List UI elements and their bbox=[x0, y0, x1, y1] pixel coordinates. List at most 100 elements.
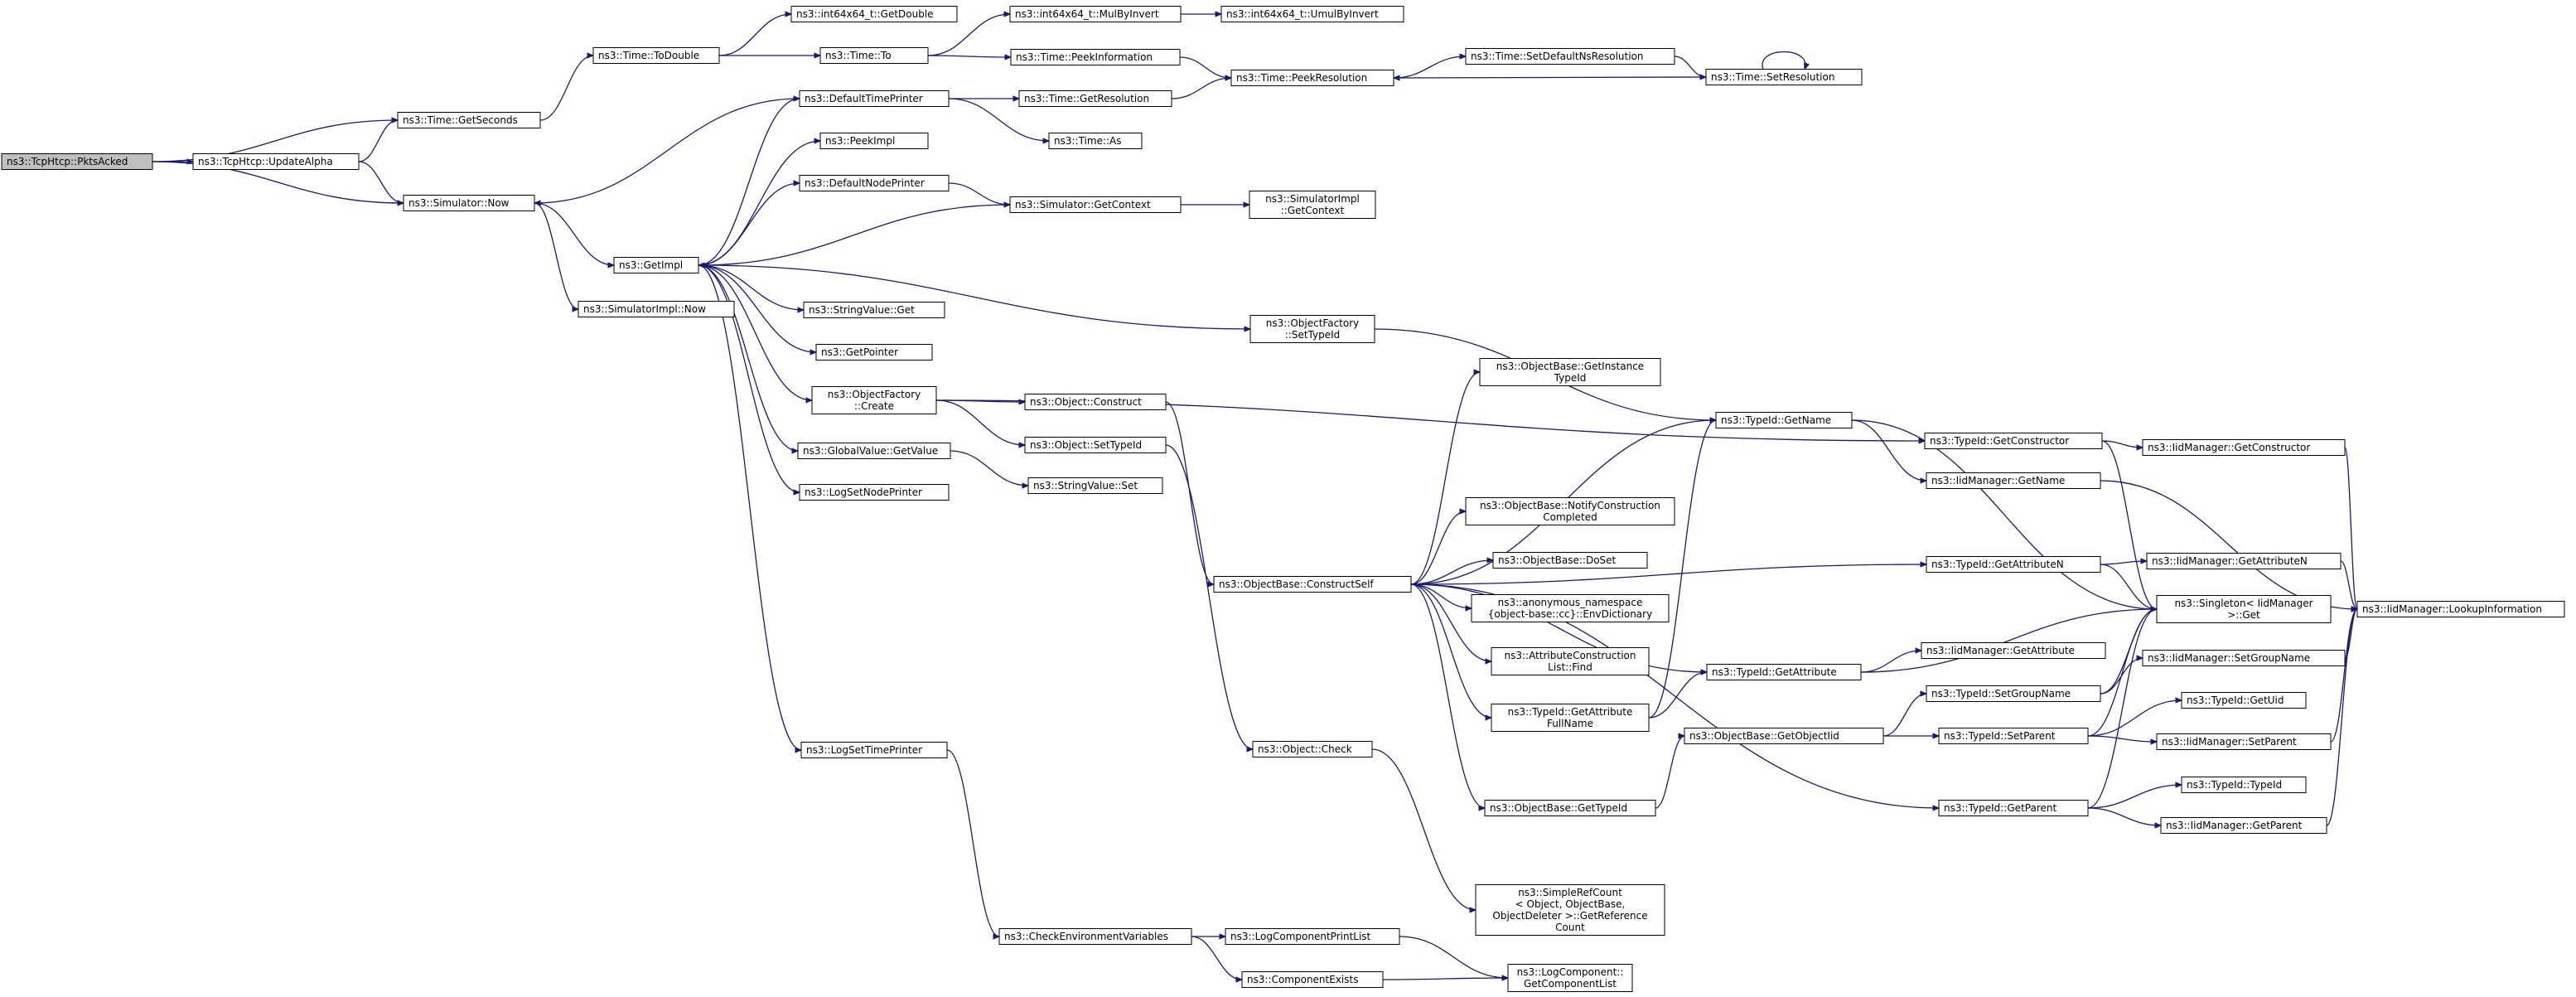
edge-getimpl-to-defaulttimeprinter bbox=[698, 99, 800, 266]
node-getdouble[interactable]: ns3::int64x64_t::GetDouble bbox=[790, 6, 958, 22]
edge-defaulttimeprinter-to-simnow bbox=[534, 98, 800, 203]
node-peekresolution[interactable]: ns3::Time::PeekResolution bbox=[1230, 70, 1394, 86]
node-logsettimeprinter[interactable]: ns3::LogSetTimePrinter bbox=[800, 742, 948, 758]
node-stringvalueget[interactable]: ns3::StringValue::Get bbox=[803, 302, 945, 318]
node-peekimpl[interactable]: ns3::PeekImpl bbox=[819, 133, 929, 149]
node-typeidsetgroupname[interactable]: ns3::TypeId::SetGroupName bbox=[1926, 685, 2101, 702]
edge-checkenv-to-componentexists bbox=[1191, 936, 1242, 980]
node-simgetcontext[interactable]: ns3::Simulator::GetContext bbox=[1009, 196, 1182, 213]
node-iidgetattribute[interactable]: ns3::IidManager::GetAttribute bbox=[1921, 642, 2106, 659]
node-iidgetattributen[interactable]: ns3::IidManager::GetAttributeN bbox=[2146, 553, 2342, 569]
node-peekinformation[interactable]: ns3::Time::PeekInformation bbox=[1010, 49, 1181, 65]
node-constructself[interactable]: ns3::ObjectBase::ConstructSelf bbox=[1213, 576, 1412, 593]
node-label: ns3::IidManager::SetGroupName bbox=[2148, 652, 2310, 664]
node-doset[interactable]: ns3::ObjectBase::DoSet bbox=[1492, 552, 1648, 569]
node-mulbyinvert[interactable]: ns3::int64x64_t::MulByInvert bbox=[1009, 6, 1182, 22]
node-label: ns3::GetImpl bbox=[619, 259, 683, 271]
node-logsetnodeprinter[interactable]: ns3::LogSetNodePrinter bbox=[799, 484, 950, 501]
node-setdefaultnsres[interactable]: ns3::Time::SetDefaultNsResolution bbox=[1465, 48, 1675, 65]
edge-typeidsetparent-to-iidsetparent bbox=[2087, 735, 2157, 742]
node-typeidgetname[interactable]: ns3::TypeId::GetName bbox=[1715, 412, 1853, 428]
edge-objconstruct-to-constructself bbox=[1165, 401, 1214, 584]
node-iidsetparent[interactable]: ns3::IidManager::SetParent bbox=[2156, 733, 2332, 750]
node-envdictionary[interactable]: ns3::anonymous_namespace{object-base::cc… bbox=[1471, 594, 1670, 622]
node-box bbox=[1024, 437, 1167, 453]
node-iidgetconstructor[interactable]: ns3::IidManager::GetConstructor bbox=[2142, 439, 2346, 456]
node-checkenv[interactable]: ns3::CheckEnvironmentVariables bbox=[998, 928, 1192, 945]
node-label: ns3::ObjectBase::GetObjectIid bbox=[1689, 730, 1839, 742]
edge-constructself-to-typeidgetattribute bbox=[1410, 583, 1707, 672]
node-getcomponentlist[interactable]: ns3::LogComponent::GetComponentList bbox=[1507, 964, 1633, 992]
node-objbasegettypeid[interactable]: ns3::ObjectBase::GetTypeId bbox=[1484, 800, 1656, 816]
node-typeidtypeid[interactable]: ns3::TypeId::TypeId bbox=[2181, 777, 2307, 793]
node-componentexists[interactable]: ns3::ComponentExists bbox=[1241, 971, 1384, 988]
node-box bbox=[1507, 964, 1633, 992]
node-label: ns3::Time::GetResolution bbox=[1024, 93, 1149, 104]
node-label: ns3::Time::PeekResolution bbox=[1236, 72, 1367, 84]
node-singletonget[interactable]: ns3::Singleton< IidManager >::Get bbox=[2156, 595, 2332, 623]
node-stringvalueset[interactable]: ns3::StringValue::Set bbox=[1027, 477, 1163, 494]
node-pktsacked[interactable]: ns3::TcpHtcp::PktsAcked bbox=[1, 153, 153, 170]
node-lookupinformation[interactable]: ns3::IidManager::LookupInformation bbox=[2356, 601, 2565, 617]
node-simplerefcount[interactable]: ns3::SimpleRefCount< Object, ObjectBase,… bbox=[1475, 884, 1665, 936]
node-getobjectiid[interactable]: ns3::ObjectBase::GetObjectIid bbox=[1684, 728, 1884, 744]
node-logcomponentprintlist[interactable]: ns3::LogComponentPrintList bbox=[1225, 928, 1400, 945]
edge-constructself-to-doset bbox=[1410, 560, 1493, 585]
node-label: ns3::anonymous_namespace bbox=[1498, 597, 1643, 608]
node-label: ns3::Time::As bbox=[1054, 135, 1122, 147]
node-globalvalue[interactable]: ns3::GlobalValue::GetValue bbox=[797, 443, 951, 459]
node-defaultnodeprinter[interactable]: ns3::DefaultNodePrinter bbox=[799, 175, 950, 191]
node-label: ns3::LogComponent:: bbox=[1517, 966, 1624, 978]
node-simimplgetcontext[interactable]: ns3::SimulatorImpl::GetContext bbox=[1249, 191, 1376, 219]
node-getimpl[interactable]: ns3::GetImpl bbox=[613, 257, 699, 273]
edge-constructself-to-typeidgetattributen bbox=[1410, 564, 1926, 585]
node-defaulttimeprinter[interactable]: ns3::DefaultTimePrinter bbox=[799, 90, 950, 107]
node-iidgetname[interactable]: ns3::IidManager::GetName bbox=[1926, 472, 2101, 489]
node-getresolution[interactable]: ns3::Time::GetResolution bbox=[1018, 90, 1172, 107]
node-timeto[interactable]: ns3::Time::To bbox=[819, 47, 929, 64]
node-label: GetComponentList bbox=[1524, 978, 1617, 990]
node-timeas[interactable]: ns3::Time::As bbox=[1048, 133, 1143, 149]
node-notifyconstruction[interactable]: ns3::ObjectBase::NotifyConstructionCompl… bbox=[1465, 497, 1675, 525]
node-label: ns3::LogSetTimePrinter bbox=[806, 744, 922, 756]
node-box bbox=[1018, 90, 1172, 107]
node-setresolution[interactable]: ns3::Time::SetResolution bbox=[1705, 69, 1863, 85]
node-typeidgetattributen[interactable]: ns3::TypeId::GetAttributeN bbox=[1926, 556, 2101, 573]
node-label: {object-base::cc}::EnvDictionary bbox=[1488, 608, 1652, 620]
node-objconstruct[interactable]: ns3::Object::Construct bbox=[1024, 394, 1167, 410]
node-label: ns3::Time::GetSeconds bbox=[403, 114, 518, 126]
node-typeidgetconstructor[interactable]: ns3::TypeId::GetConstructor bbox=[1924, 433, 2103, 449]
node-objsettypeid[interactable]: ns3::Object::SetTypeId bbox=[1024, 437, 1167, 453]
node-typeidgetattribute[interactable]: ns3::TypeId::GetAttribute bbox=[1706, 664, 1862, 680]
node-todouble[interactable]: ns3::Time::ToDouble bbox=[592, 47, 720, 64]
node-typeidgetparent[interactable]: ns3::TypeId::GetParent bbox=[1938, 800, 2089, 816]
node-objfactorysettypeid[interactable]: ns3::ObjectFactory::SetTypeId bbox=[1249, 315, 1375, 343]
edge-timeto-to-peekinformation bbox=[927, 56, 1011, 57]
node-box bbox=[2146, 553, 2342, 569]
node-simimplnow[interactable]: ns3::SimulatorImpl::Now bbox=[578, 301, 735, 317]
node-objfactorycreate[interactable]: ns3::ObjectFactory::Create bbox=[811, 386, 937, 414]
node-getseconds[interactable]: ns3::Time::GetSeconds bbox=[397, 112, 541, 128]
node-typeidsetparent[interactable]: ns3::TypeId::SetParent bbox=[1938, 728, 2089, 744]
node-objectcheck[interactable]: ns3::Object::Check bbox=[1252, 741, 1373, 757]
node-getpointer[interactable]: ns3::GetPointer bbox=[815, 344, 933, 361]
node-iidgetparent[interactable]: ns3::IidManager::GetParent bbox=[2160, 817, 2327, 834]
node-label: ns3::ObjectBase::GetTypeId bbox=[1490, 802, 1627, 814]
node-label: ns3::ObjectBase::NotifyConstruction bbox=[1480, 500, 1660, 511]
node-label: ns3::IidManager::GetConstructor bbox=[2148, 442, 2310, 453]
node-typeidgetuid[interactable]: ns3::TypeId::GetUid bbox=[2181, 692, 2307, 709]
node-box bbox=[1491, 647, 1650, 675]
edge-constructself-to-getattributefullname bbox=[1410, 583, 1491, 718]
node-label: ns3::ObjectFactory bbox=[828, 389, 921, 400]
node-iidsetgroupname[interactable]: ns3::IidManager::SetGroupName bbox=[2142, 650, 2346, 666]
node-umulbyinvert[interactable]: ns3::int64x64_t::UmulByInvert bbox=[1220, 6, 1404, 22]
node-box bbox=[1479, 358, 1661, 386]
node-simnow[interactable]: ns3::Simulator::Now bbox=[403, 195, 535, 211]
edge-componentexists-to-getcomponentlist bbox=[1382, 978, 1508, 980]
node-box bbox=[1706, 664, 1862, 680]
node-updatealpha[interactable]: ns3::TcpHtcp::UpdateAlpha bbox=[192, 153, 360, 170]
edge-objbasegettypeid-to-getobjectiid bbox=[1655, 736, 1684, 809]
